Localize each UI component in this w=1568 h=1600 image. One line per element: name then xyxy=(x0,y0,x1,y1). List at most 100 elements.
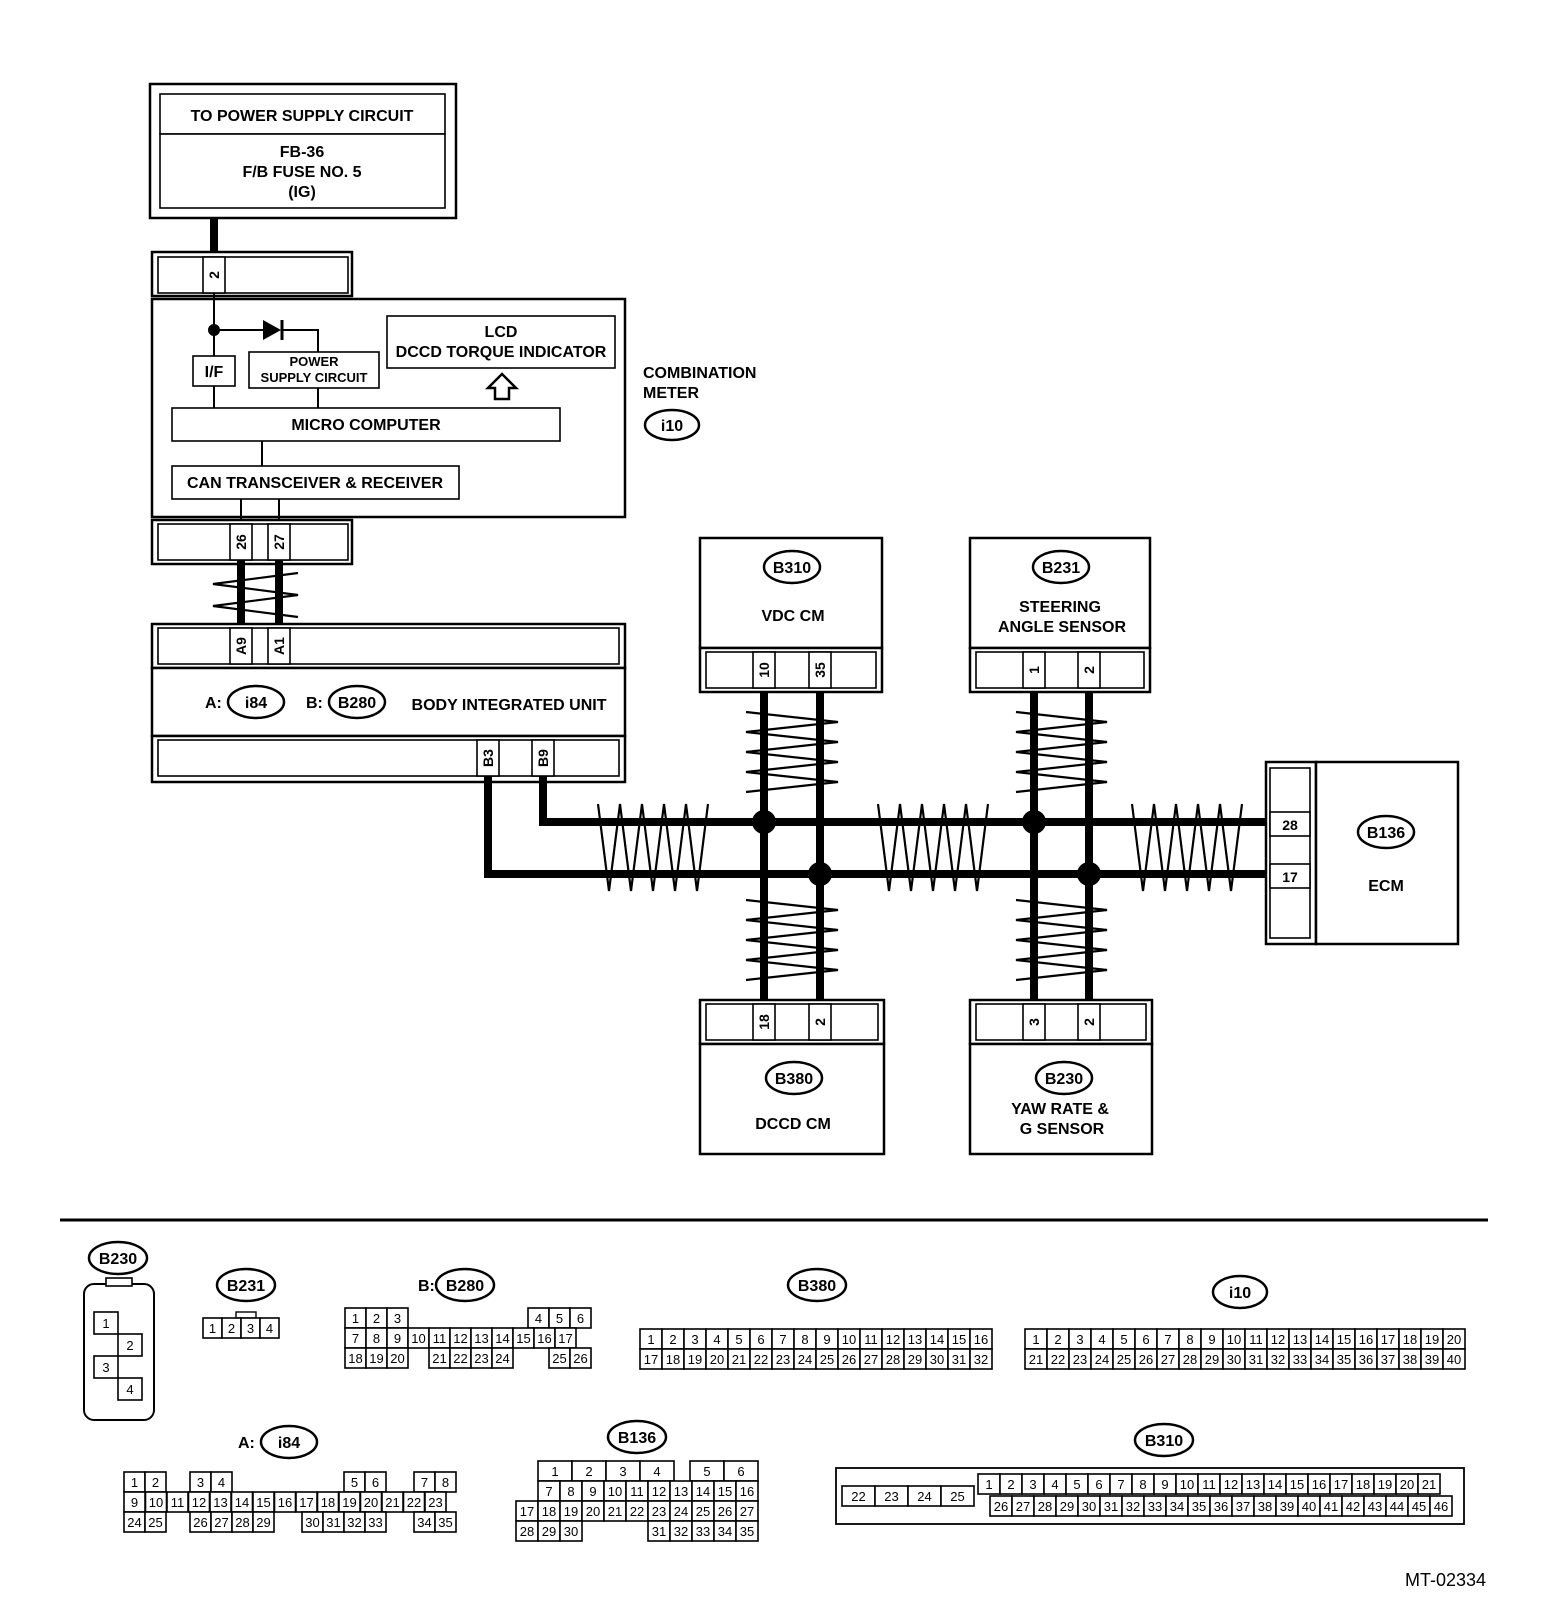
connector-cell xyxy=(969,1348,993,1370)
connector-cell-label: 3 xyxy=(394,1311,401,1326)
vdc-cm: B310 VDC CM 10 35 xyxy=(698,536,884,694)
connector-cell-label: 9 xyxy=(589,1484,596,1499)
connector-cell-label: 23 xyxy=(776,1352,790,1367)
connector-cell-label: 25 xyxy=(696,1504,710,1519)
twisted-pair xyxy=(1015,898,1108,982)
lcd-indicator-label: DCCD TORQUE INDICATOR xyxy=(396,344,607,361)
connector-cell-label: 25 xyxy=(820,1352,834,1367)
connector-cell-label: 5 xyxy=(556,1311,563,1326)
connector-cell-label: 1 xyxy=(352,1311,359,1326)
connector-cell-label: 22 xyxy=(407,1495,421,1510)
connector-cell-label: 13 xyxy=(674,1484,688,1499)
connector-cell-label: 15 xyxy=(1290,1477,1304,1492)
connector-cell xyxy=(1417,1473,1441,1495)
ecm-pin-28: 28 xyxy=(1282,817,1298,833)
meter-pin-27: 27 xyxy=(271,534,287,550)
connector-cell-label: 32 xyxy=(1271,1352,1285,1367)
connector-cell-label: 25 xyxy=(148,1515,162,1530)
i84-connector-tag: i84 xyxy=(245,695,267,712)
connector-cell-label: 20 xyxy=(1447,1332,1461,1347)
connector-cell-label: 19 xyxy=(342,1495,356,1510)
connector-cell-label: 15 xyxy=(516,1331,530,1346)
connector-cell-label: 2 xyxy=(228,1321,235,1336)
connector-cell-label: 26 xyxy=(193,1515,207,1530)
connector-cell-label: 21 xyxy=(385,1495,399,1510)
connector-cell-label: 24 xyxy=(495,1351,509,1366)
connector-cell-label: 20 xyxy=(364,1495,378,1510)
connector-cell-label: 12 xyxy=(1271,1332,1285,1347)
connector-cell-label: 3 xyxy=(1076,1332,1083,1347)
connector-cell-label: 11 xyxy=(433,1331,447,1346)
body-pin-b9: B9 xyxy=(535,749,551,767)
connector-cell-label: 39 xyxy=(1280,1499,1294,1514)
connector-cell-label: 7 xyxy=(1164,1332,1171,1347)
connector-cell-label: 4 xyxy=(535,1311,542,1326)
b280-view-tag: B280 xyxy=(446,1278,484,1295)
connector-cell-label: 28 xyxy=(886,1352,900,1367)
power-supply-title: TO POWER SUPPLY CIRCUIT xyxy=(191,108,414,125)
connector-cell-label: 6 xyxy=(1095,1477,1102,1492)
connector-cell-label: 22 xyxy=(851,1489,865,1504)
connector-cell-label: 17 xyxy=(644,1352,658,1367)
connector-cell-label: 3 xyxy=(197,1475,204,1490)
connector-cell-label: 34 xyxy=(1315,1352,1329,1367)
cell: 3 xyxy=(102,1360,109,1375)
connector-cell-label: 14 xyxy=(930,1332,944,1347)
connector-cell-label: 2 xyxy=(1054,1332,1061,1347)
connector-cell-label: 26 xyxy=(1139,1352,1153,1367)
yaw-label-2: G SENSOR xyxy=(1020,1121,1105,1138)
figure-id: MT-02334 xyxy=(1405,1570,1486,1590)
connector-cell-label: 27 xyxy=(740,1504,754,1519)
connector-cell-label: 35 xyxy=(1337,1352,1351,1367)
connector-cell-label: 19 xyxy=(1378,1477,1392,1492)
ecm-pin-17: 17 xyxy=(1282,869,1298,885)
connector-cell-label: 13 xyxy=(908,1332,922,1347)
connector-cell-label: 38 xyxy=(1258,1499,1272,1514)
connector-cell-label: 11 xyxy=(1202,1477,1216,1492)
connector-cell-label: 32 xyxy=(674,1524,688,1539)
connector-cell-label: 16 xyxy=(537,1331,551,1346)
fuse-number: F/B FUSE NO. 5 xyxy=(242,164,361,181)
connector-cell-label: 9 xyxy=(823,1332,830,1347)
connector-cell-label: 18 xyxy=(321,1495,335,1510)
connector-cell-label: 8 xyxy=(1186,1332,1193,1347)
connector-cell xyxy=(569,1347,592,1369)
connector-cell-label: 39 xyxy=(1425,1352,1439,1367)
connector-cell-label: 21 xyxy=(608,1504,622,1519)
micro-computer-label: MICRO COMPUTER xyxy=(291,417,441,434)
connector-cell-label: 20 xyxy=(710,1352,724,1367)
connector-cell-label: 34 xyxy=(417,1515,431,1530)
connector-cell-label: 2 xyxy=(373,1311,380,1326)
connector-cell-label: 6 xyxy=(737,1464,744,1479)
connector-cell-label: 1 xyxy=(985,1477,992,1492)
yaw-pin-2: 2 xyxy=(1081,1018,1097,1026)
connector-cell-label: 21 xyxy=(732,1352,746,1367)
connector-cell-label: 32 xyxy=(1126,1499,1140,1514)
connector-cell-label: 5 xyxy=(1120,1332,1127,1347)
connector-cell xyxy=(1442,1348,1466,1370)
connector-cell-label: 14 xyxy=(1268,1477,1282,1492)
connector-cell-label: 35 xyxy=(740,1524,754,1539)
connector-cell-label: 24 xyxy=(917,1489,931,1504)
connector-cell-label: 21 xyxy=(1029,1352,1043,1367)
connector-cell-label: 10 xyxy=(842,1332,856,1347)
connector-cell-label: 6 xyxy=(372,1475,379,1490)
connector-cell-label: 27 xyxy=(864,1352,878,1367)
b231-connector-tag: B231 xyxy=(1042,560,1080,577)
connector-cell-label: 22 xyxy=(630,1504,644,1519)
connector-cell-label: 33 xyxy=(1293,1352,1307,1367)
connector-cell-label: 23 xyxy=(474,1351,488,1366)
connector-cell-label: 27 xyxy=(1161,1352,1175,1367)
i84-view-tag: i84 xyxy=(278,1435,300,1452)
connector-cell-label: 10 xyxy=(411,1331,425,1346)
connector-cell-label: 36 xyxy=(1359,1352,1373,1367)
junction-dot xyxy=(808,862,832,886)
steering-label: STEERING xyxy=(1019,599,1101,616)
connector-cell-label: 13 xyxy=(1246,1477,1260,1492)
connector-cell-label: 25 xyxy=(552,1351,566,1366)
twisted-pair xyxy=(1130,803,1244,892)
